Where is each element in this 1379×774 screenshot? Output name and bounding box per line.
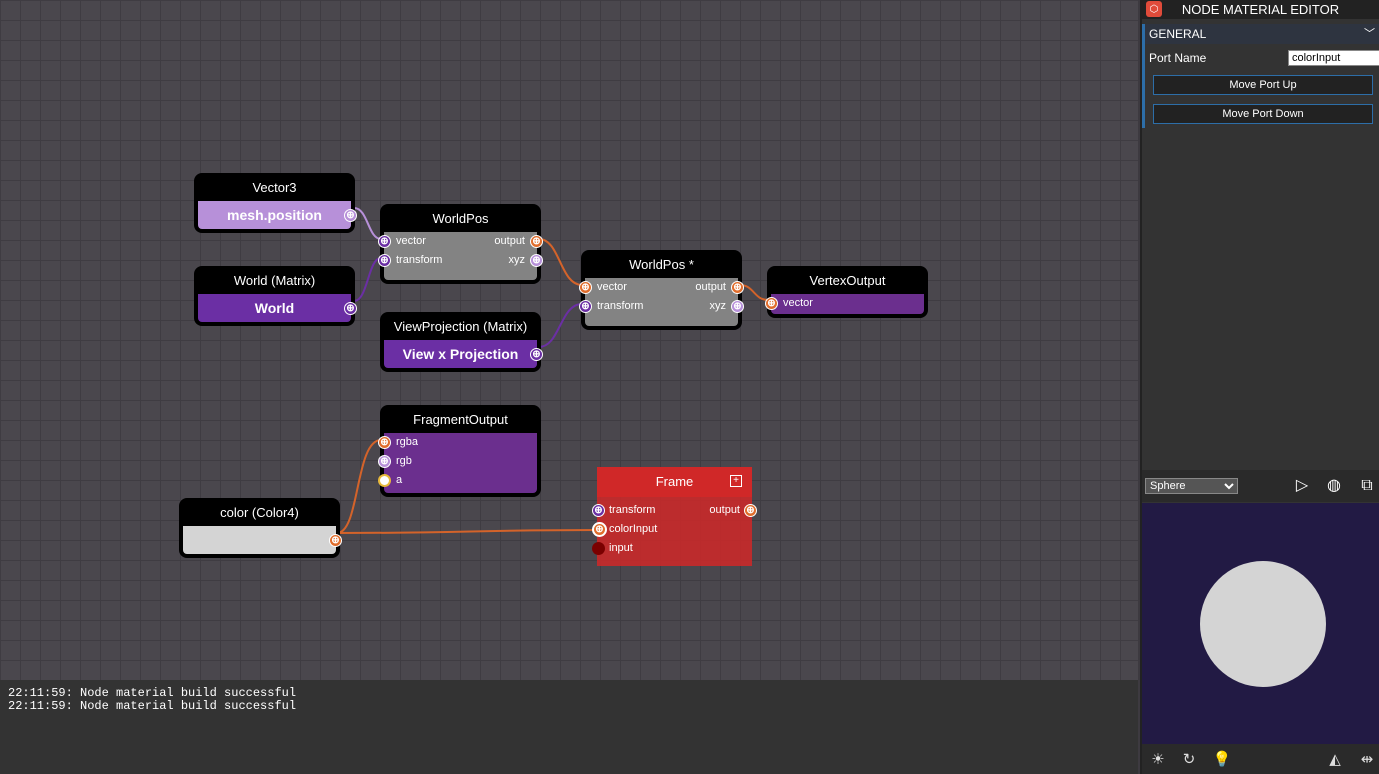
port-input[interactable]	[592, 542, 605, 555]
wire-worldpos-wvp	[538, 238, 583, 286]
port-label: colorInput	[609, 523, 658, 535]
popout-icon[interactable]: ⧉	[1361, 477, 1373, 494]
node-value: World	[254, 300, 295, 316]
port-transform[interactable]: ⊕	[592, 504, 605, 517]
port-label: a	[396, 474, 403, 486]
section-general: Port Name Move Port Up Move Port Down	[1142, 44, 1379, 128]
port-label: transform	[597, 300, 644, 312]
port-name-row: Port Name	[1145, 47, 1379, 69]
wire-world-worldpos	[353, 257, 382, 302]
chevron-down-icon[interactable]: ﹀	[1364, 28, 1375, 40]
port-label: input	[609, 542, 633, 554]
preview-bottom-toolbar: ☀ ↻ 💡 ◭ ⇹	[1142, 744, 1379, 774]
light-rotate-icon[interactable]: ↻	[1182, 751, 1196, 768]
port-output[interactable]: ⊕	[344, 302, 357, 315]
node-title: VertexOutput	[809, 273, 886, 288]
node-title: WorldPos	[432, 211, 489, 226]
node-vector3[interactable]: Vector3 mesh.position ⊕	[194, 173, 357, 233]
port-output[interactable]: ⊕	[344, 209, 357, 222]
node-value: mesh.position	[227, 207, 322, 223]
preview-toolbar: Sphere ▷ ◍ ⧉	[1142, 470, 1379, 502]
port-label: vector	[783, 297, 813, 309]
port-vector[interactable]: ⊕	[579, 281, 592, 294]
port-label: transform	[609, 504, 656, 516]
port-output[interactable]: ⊕	[329, 534, 342, 547]
port-output[interactable]: ⊕	[731, 281, 744, 294]
port-rgb[interactable]: ⊕	[378, 455, 391, 468]
port-label: xyz	[508, 254, 526, 266]
port-label: vector	[396, 235, 426, 247]
port-label: vector	[597, 281, 627, 293]
section-general-header[interactable]: GENERAL ﹀	[1142, 24, 1379, 44]
move-port-down-button[interactable]: Move Port Down	[1153, 104, 1373, 124]
property-panel: ⬡ NODE MATERIAL EDITOR GENERAL ﹀ Port Na…	[1140, 0, 1379, 774]
node-value: View x Projection	[402, 346, 519, 362]
wire-color-frame	[336, 529, 599, 534]
frame-title: Frame	[655, 474, 694, 489]
panel-title: NODE MATERIAL EDITOR	[1181, 2, 1340, 17]
lightbulb-icon[interactable]: 💡	[1212, 751, 1232, 768]
split-view-icon[interactable]: ⇹	[1360, 751, 1374, 768]
port-label: rgba	[396, 436, 419, 448]
port-transform[interactable]: ⊕	[579, 300, 592, 313]
node-title: FragmentOutput	[413, 412, 508, 427]
node-title: World (Matrix)	[233, 273, 316, 288]
section-title: GENERAL	[1149, 27, 1207, 41]
preview-mesh-select[interactable]: Sphere	[1145, 478, 1238, 494]
frame[interactable]: Frame + ⊕ transform output ⊕ ⊕ colorInpu…	[592, 467, 757, 566]
port-output[interactable]: ⊕	[530, 348, 543, 361]
node-title: ViewProjection (Matrix)	[393, 319, 528, 334]
babylon-logo-icon: ⬡	[1146, 1, 1162, 17]
port-colorinput[interactable]: ⊕	[592, 522, 607, 537]
port-a[interactable]	[378, 474, 391, 487]
wire-color-fragout	[336, 439, 382, 534]
port-xyz[interactable]: ⊕	[731, 300, 744, 313]
palette-icon[interactable]: ◍	[1327, 477, 1341, 494]
node-title: WorldPos * ViewProjectio...	[617, 257, 706, 294]
move-port-up-button[interactable]: Move Port Up	[1153, 75, 1373, 95]
log-console: 22:11:59: Node material build successful…	[0, 680, 1138, 774]
port-name-label: Port Name	[1149, 51, 1207, 65]
port-label: output	[709, 504, 740, 516]
port-vector[interactable]: ⊕	[765, 297, 778, 310]
expand-icon[interactable]: +	[730, 475, 742, 487]
node-world-matrix[interactable]: World (Matrix) World ⊕	[194, 266, 357, 326]
port-rgba[interactable]: ⊕	[378, 436, 391, 449]
port-output[interactable]: ⊕	[744, 504, 757, 517]
wire-vector3-worldpos	[353, 207, 382, 240]
light-direction-icon[interactable]: ☀	[1151, 751, 1165, 768]
frame-header: Frame +	[597, 467, 752, 497]
node-title: Vector3	[252, 180, 297, 195]
node-viewprojection-matrix[interactable]: ViewProjection (Matrix) View x Projectio…	[380, 312, 543, 372]
log-line: 22:11:59: Node material build successful	[8, 686, 297, 700]
port-label: output	[494, 235, 525, 247]
node-fragmentoutput[interactable]: FragmentOutput ⊕ rgba ⊕ rgb a	[378, 405, 541, 497]
node-worldpos[interactable]: WorldPos ⊕ vector output ⊕ ⊕ transform x…	[378, 204, 543, 284]
node-vertexoutput[interactable]: VertexOutput ⊕ vector	[765, 266, 928, 318]
port-label: rgb	[396, 455, 412, 467]
wire-viewproj-wvp	[538, 303, 583, 348]
preview-sphere	[1200, 561, 1326, 687]
port-vector[interactable]: ⊕	[378, 235, 391, 248]
connection-wires	[336, 207, 769, 534]
port-label: xyz	[709, 300, 727, 312]
port-label: transform	[396, 254, 443, 266]
log-line: 22:11:59: Node material build successful	[8, 699, 297, 713]
panel-header: ⬡ NODE MATERIAL EDITOR	[1142, 0, 1379, 19]
graph-canvas[interactable]: Vector3 mesh.position ⊕ World (Matrix) W…	[0, 0, 1138, 680]
port-transform[interactable]: ⊕	[378, 254, 391, 267]
port-name-input[interactable]	[1288, 50, 1379, 66]
port-label: output	[695, 281, 726, 293]
port-output[interactable]: ⊕	[530, 235, 543, 248]
wireframe-icon[interactable]: ◭	[1329, 751, 1341, 768]
preview-viewport[interactable]	[1142, 503, 1379, 744]
node-title: color (Color4)	[220, 505, 299, 520]
node-worldpos-x-viewprojection[interactable]: WorldPos * ViewProjectio... ⊕ vector out…	[579, 250, 744, 330]
port-xyz[interactable]: ⊕	[530, 254, 543, 267]
wire-wvp-vertexout	[739, 284, 769, 301]
play-icon[interactable]: ▷	[1295, 477, 1309, 494]
node-color4[interactable]: color (Color4) ⊕	[179, 498, 342, 558]
